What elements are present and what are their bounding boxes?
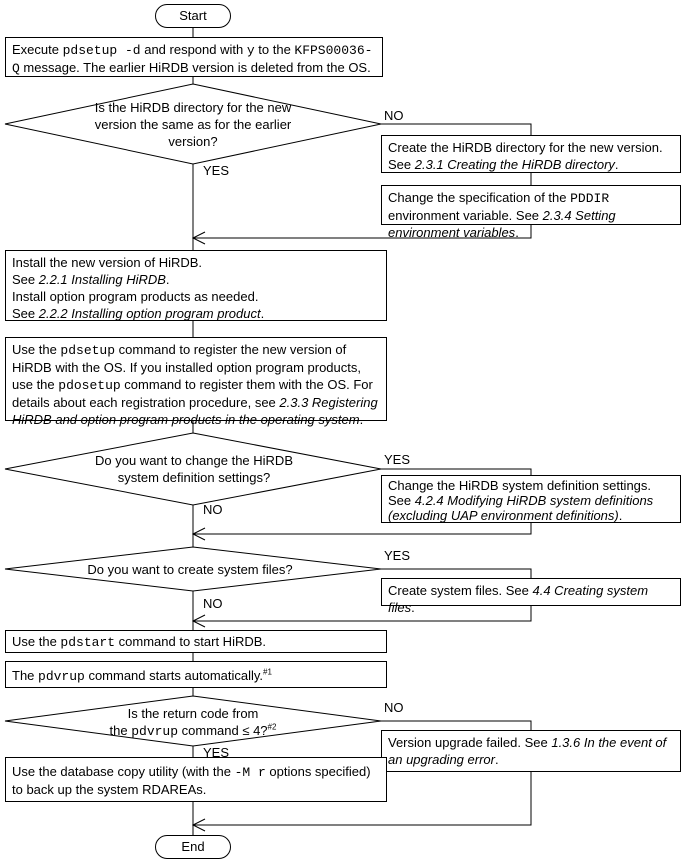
step-uninstall-earlier-version: Execute pdsetup -d and respond with y to… bbox=[5, 37, 383, 77]
decision-return-code-no: NO bbox=[384, 700, 404, 715]
decision-change-sysdef-yes: YES bbox=[384, 452, 411, 467]
decision-change-sysdef-no: NO bbox=[203, 502, 223, 517]
decision-create-files-yes: YES bbox=[384, 548, 411, 563]
end-label: End bbox=[181, 839, 205, 854]
decision-same-dir-yes: YES bbox=[203, 163, 230, 178]
decision-create-files-no: NO bbox=[203, 596, 223, 611]
step-install-new-version: Install the new version of HiRDB. See 2.… bbox=[5, 250, 387, 321]
step-pdvrup-starts: The pdvrup command starts automatically.… bbox=[5, 661, 387, 688]
step-create-system-files: Create system files. See 4.4 Creating sy… bbox=[381, 578, 681, 615]
end-terminator: End bbox=[155, 835, 231, 859]
step-register-with-os: Use the pdsetup command to register the … bbox=[5, 337, 387, 427]
decision-return-code-yes: YES bbox=[203, 745, 230, 760]
step-change-system-definitions: Change the HiRDB system definition setti… bbox=[381, 475, 681, 523]
decision-same-dir-no: NO bbox=[384, 108, 404, 123]
decision-same-dir-text: Is the HiRDB directory for the new versi… bbox=[94, 100, 292, 149]
footnote-2-marker: #2 bbox=[267, 722, 277, 732]
step-create-hirdb-directory: Create the HiRDB directory for the new v… bbox=[381, 135, 681, 173]
decision-create-files-text: Do you want to create system files? bbox=[87, 562, 293, 577]
footnote-1-marker: #1 bbox=[263, 667, 272, 677]
start-label: Start bbox=[179, 8, 207, 23]
decision-change-sysdef-text: Do you want to change the HiRDB system d… bbox=[95, 453, 293, 485]
step-change-pddir: Change the specification of the PDDIR en… bbox=[381, 185, 681, 240]
step-backup-rdareas: Use the database copy utility (with the … bbox=[5, 757, 387, 802]
step-upgrade-failed: Version upgrade failed. See 1.3.6 In the… bbox=[381, 730, 681, 772]
start-terminator: Start bbox=[155, 4, 231, 28]
step-start-hirdb: Use the pdstart command to start HiRDB. bbox=[5, 630, 387, 653]
